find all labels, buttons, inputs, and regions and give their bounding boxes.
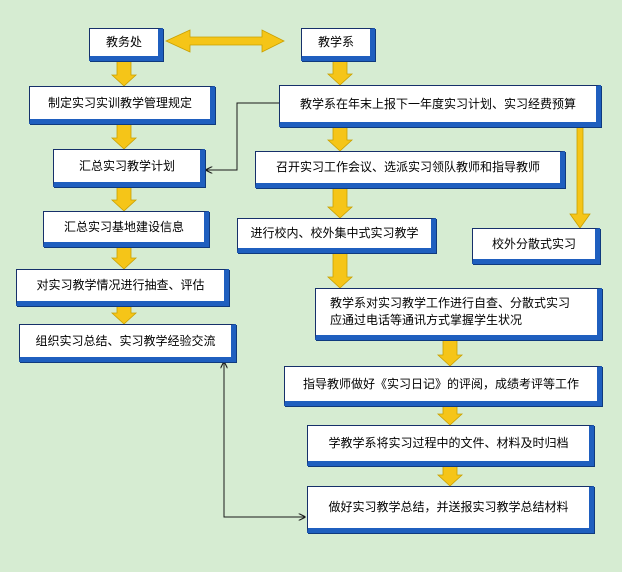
node-riji-pingyue: 指导教师做好《实习日记》的评阅，成绩考评等工作: [284, 366, 602, 406]
node-zicha-line1: 教学系对实习教学工作进行自查、分散式实习: [330, 296, 571, 310]
arrow-to-fensan: [569, 126, 591, 229]
arrow-right-1: [326, 60, 354, 86]
node-jiaoxuexi: 教学系: [301, 28, 375, 61]
node-zongjie-cailiao: 做好实习教学总结，并送报实习教学总结材料: [307, 486, 594, 533]
node-zhaokai-huiyi: 召开实习工作会议、选派实习领队教师和指导教师: [255, 151, 565, 188]
node-fensan-shixi: 校外分散式实习: [472, 228, 600, 264]
node-wenjian-guidang: 学教学系将实习过程中的文件、材料及时归档: [307, 425, 594, 466]
node-jiaowuchu: 教务处: [89, 28, 163, 61]
arrow-right-2: [326, 126, 354, 152]
arrow-left-1: [110, 60, 138, 87]
double-arrow-jiaowuchu-jiaoxuexi: [165, 29, 285, 53]
connector-plan-to-summary: [206, 102, 280, 170]
arrow-right-4: [326, 252, 354, 289]
arrow-left-5: [110, 305, 138, 325]
node-zicha: 教学系对实习教学工作进行自查、分散式实习 应通过电话等通讯方式掌握学生状况: [315, 288, 602, 340]
arrow-right-7: [436, 465, 464, 487]
node-zongjie-jiaoliu: 组织实习总结、实习教学经验交流: [19, 324, 236, 362]
node-jizhong-shixi: 进行校内、校外集中式实习教学: [237, 218, 436, 253]
node-choucha-pinggu: 对实习教学情况进行抽查、评估: [16, 269, 229, 306]
connector-final-to-exchange: [224, 362, 305, 517]
arrow-right-6: [436, 405, 464, 426]
arrow-left-3: [110, 186, 138, 212]
arrow-right-3: [326, 187, 354, 219]
node-huizong-jidi: 汇总实习基地建设信息: [43, 211, 209, 247]
arrow-left-2: [110, 123, 138, 150]
node-zicha-line2: 应通过电话等通讯方式掌握学生状况: [330, 313, 523, 327]
node-zhiding-guiding: 制定实习实训教学管理规定: [29, 86, 215, 124]
arrow-left-4: [110, 246, 138, 270]
node-shangbao-jihua: 教学系在年末上报下一年度实习计划、实习经费预算: [279, 85, 601, 127]
arrow-right-5: [436, 339, 464, 367]
node-huizong-jihua: 汇总实习教学计划: [53, 149, 205, 187]
